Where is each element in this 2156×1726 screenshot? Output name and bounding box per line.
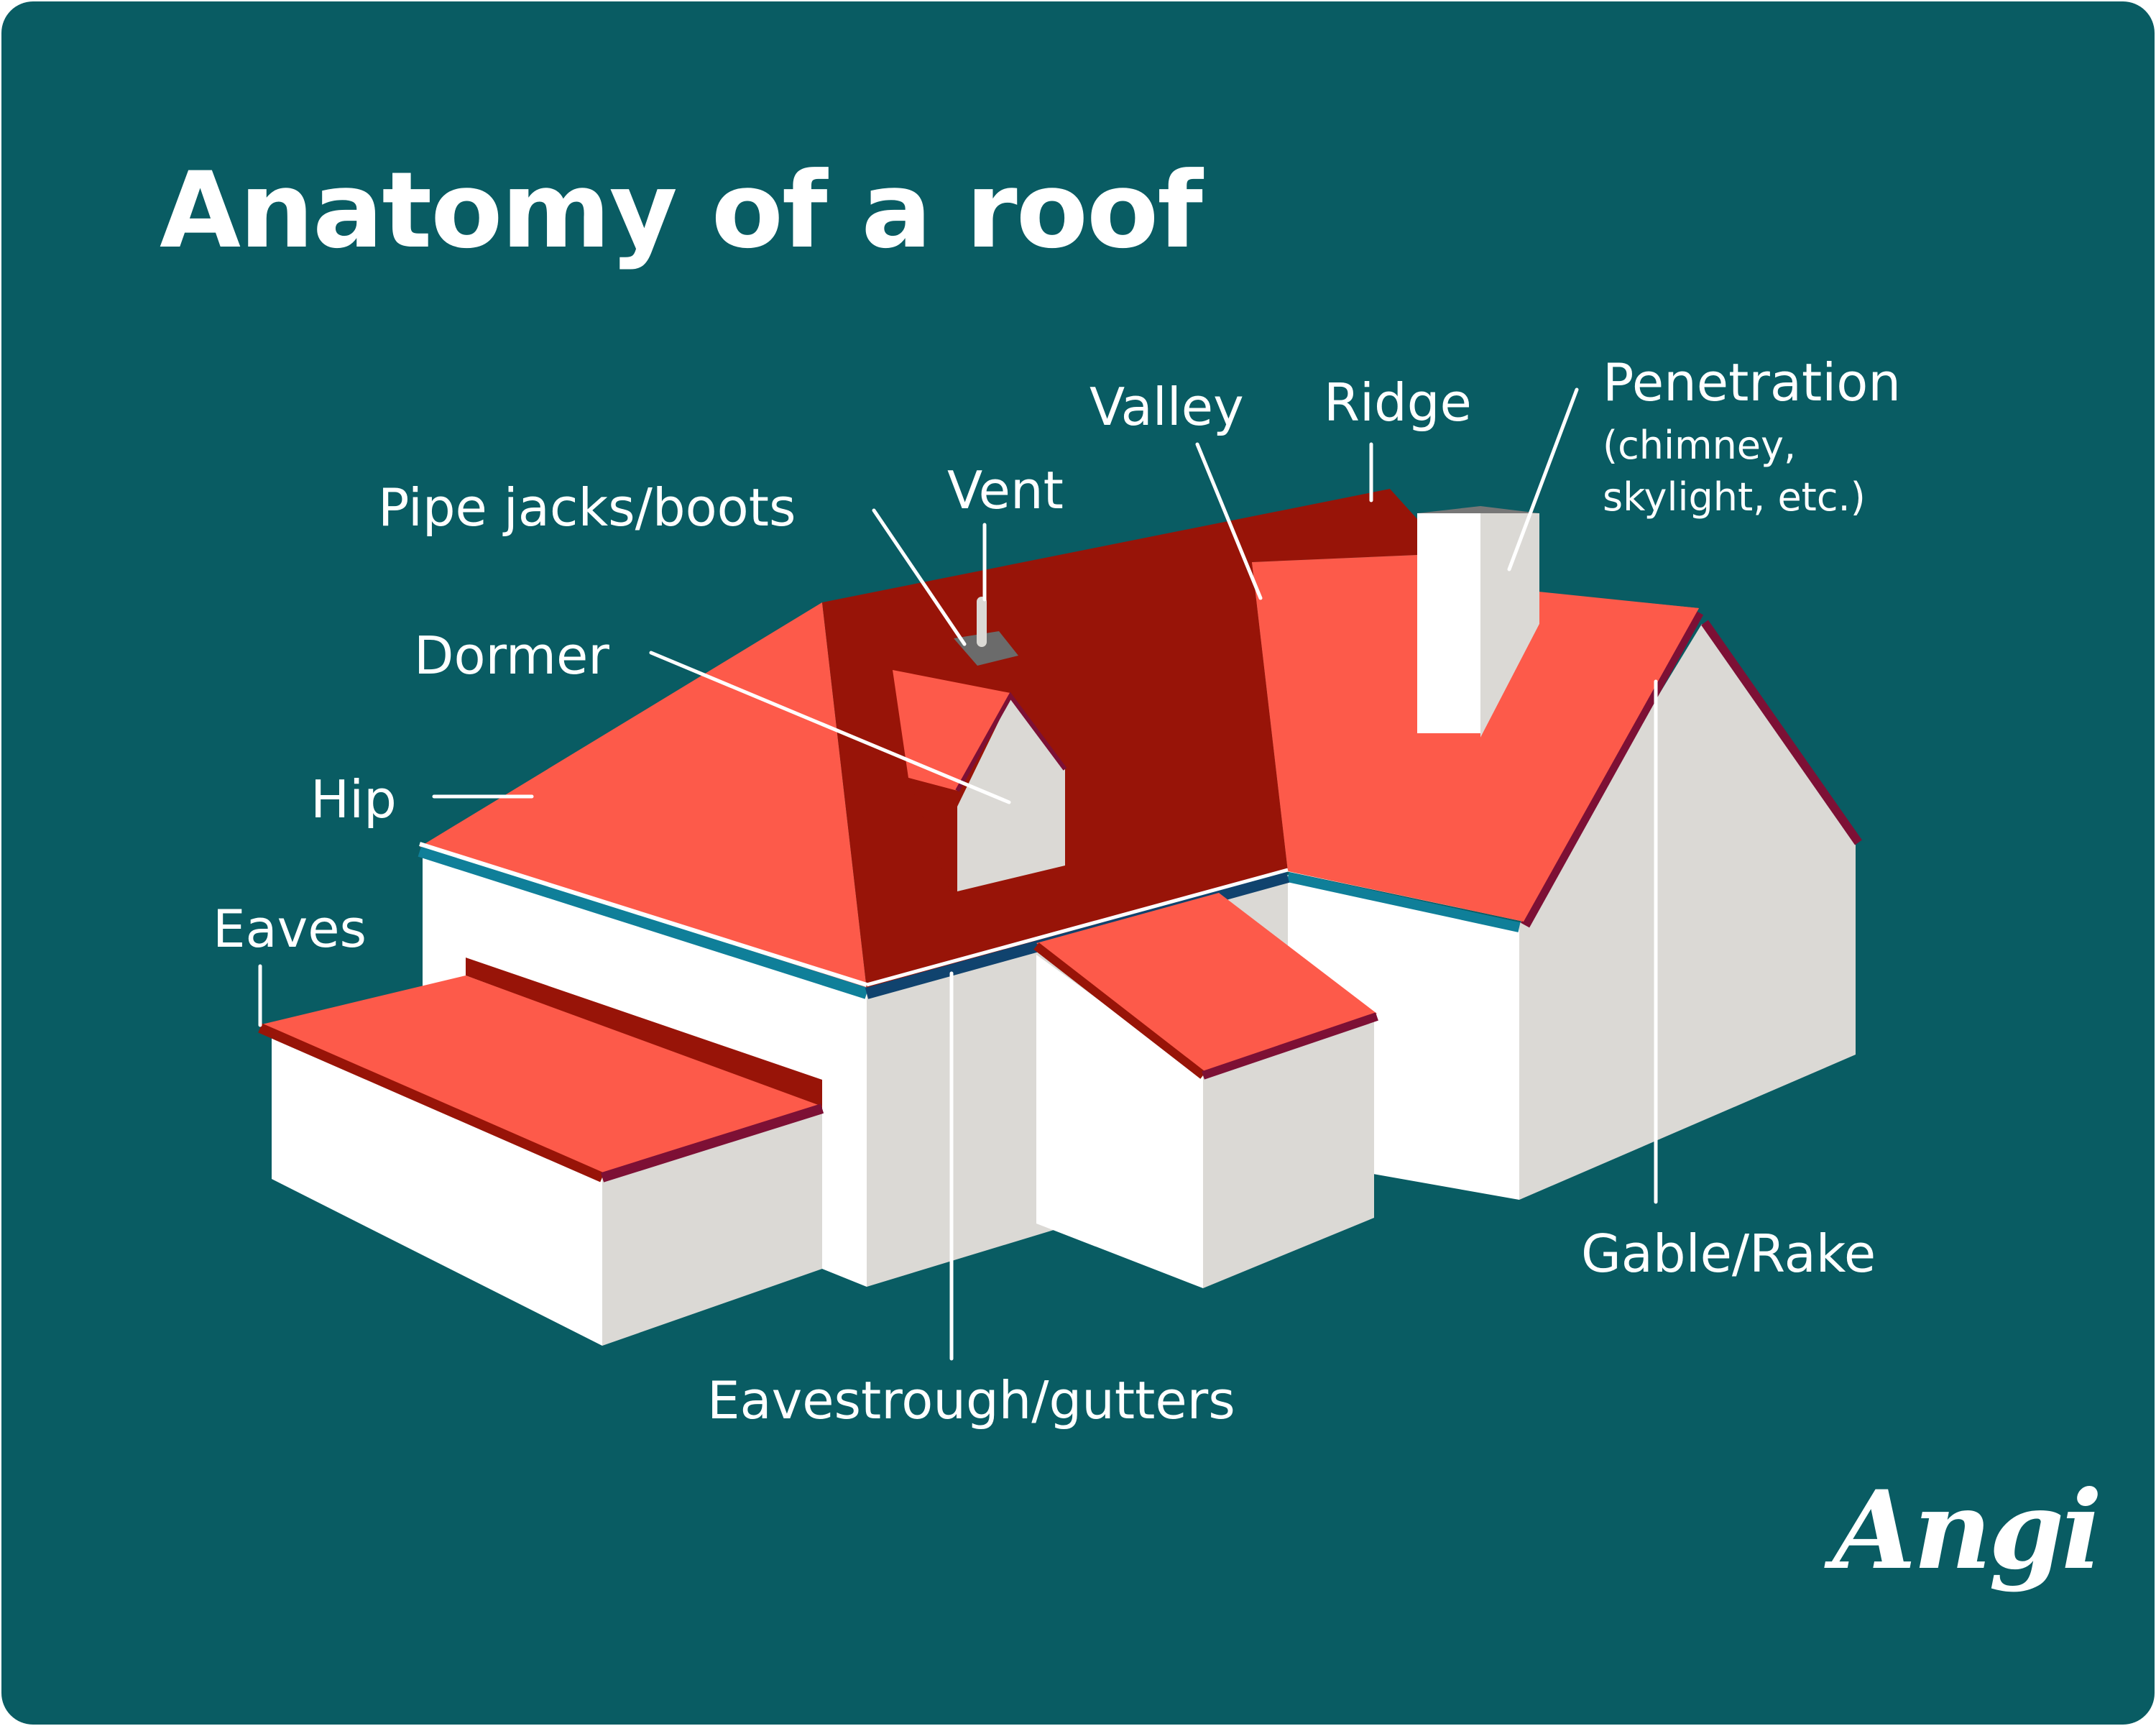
rake-trim (1520, 610, 1704, 928)
center-wing-roof (1036, 893, 1377, 1073)
dormer-side-wall (957, 697, 1065, 891)
label-pipe-jacks: Pipe jacks/boots (378, 477, 796, 538)
label-ridge: Ridge (1324, 372, 1472, 433)
rake-trim-right (1701, 620, 1862, 845)
hip-roof-face (420, 602, 867, 989)
garage-trim-right (600, 1103, 824, 1183)
label-penetration-detail-1: (chimney, (1603, 423, 1797, 468)
label-gable: Gable/Rake (1581, 1224, 1876, 1284)
angi-logo: Angi (1833, 1467, 2102, 1594)
chimney-front (1417, 513, 1480, 733)
dormer-trim (955, 692, 1067, 792)
right-wing-gutter (1286, 872, 1521, 932)
center-wing-front-wall (1036, 955, 1203, 1288)
garage-front-wall (272, 1037, 602, 1346)
main-gutter-left (418, 845, 869, 999)
dormer-leader (649, 651, 1011, 804)
garage-roof (259, 976, 822, 1176)
label-eavestrough: Eavestrough/gutters (707, 1370, 1235, 1431)
garage-side-wall (602, 1108, 822, 1346)
label-penetration: Penetration (1603, 352, 1901, 413)
page-title: Anatomy of a roof (160, 150, 1203, 272)
center-wing-trim-right (1202, 1012, 1378, 1080)
gable-end-wall (1519, 624, 1856, 1200)
label-dormer: Dormer (414, 625, 609, 686)
label-hip: Hip (310, 769, 397, 830)
label-vent: Vent (947, 460, 1064, 520)
garage-back-trim (466, 958, 822, 1108)
chimney-side (1480, 513, 1539, 738)
center-wing-side-wall (1203, 1021, 1374, 1288)
eaves-trim (258, 1023, 604, 1183)
pipe-jacks-leader (872, 508, 967, 646)
dormer-roof (893, 670, 1010, 791)
label-eaves: Eaves (213, 899, 367, 959)
pipe-boot (954, 631, 1018, 666)
valley-right-face (1252, 555, 1699, 922)
penetration-leader (1507, 387, 1579, 571)
valley-leader (1195, 442, 1263, 600)
label-penetration-detail-2: skylight, etc.) (1603, 474, 1866, 520)
dormer-front (908, 778, 957, 891)
vent-pipe (977, 597, 987, 647)
center-wing-trim-left (1033, 942, 1206, 1079)
label-valley: Valley (1089, 377, 1244, 437)
